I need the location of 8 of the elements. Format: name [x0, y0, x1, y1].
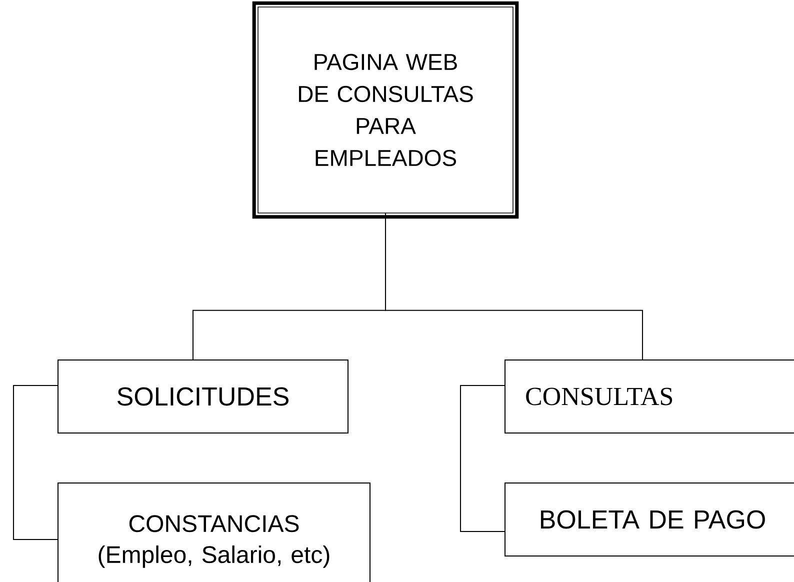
item-box: BOLETA DE PAGO: [504, 482, 794, 556]
connector-line: [385, 212, 643, 360]
item-box: CONSTANCIAS (Empleo, Salario, etc): [58, 482, 370, 582]
title-box: PAGINA WEB DE CONSULTAS PARA EMPLEADOS: [252, 1, 519, 219]
category-box: SOLICITUDES: [58, 360, 348, 434]
bracket-line: [460, 385, 505, 532]
category-box: CONSULTAS: [504, 360, 794, 434]
bracket-line: [13, 385, 58, 540]
